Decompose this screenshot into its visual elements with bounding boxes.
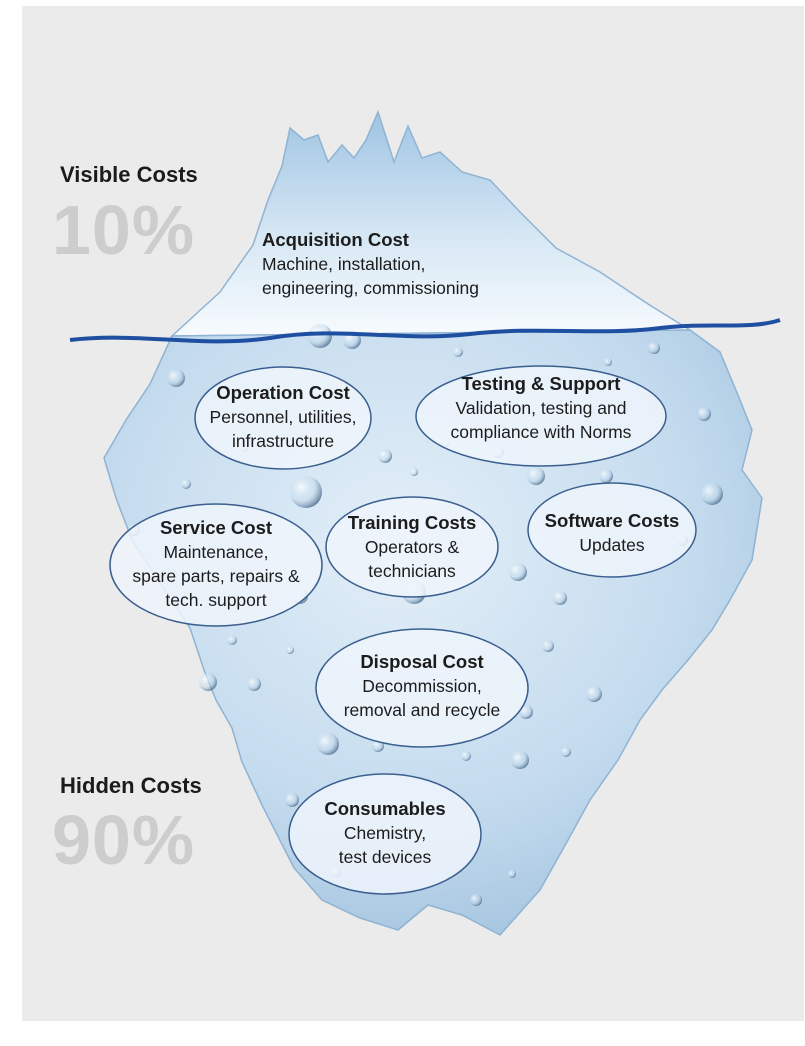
ellipse-disposal (315, 628, 529, 748)
waterline (69, 318, 781, 344)
acquisition-line-2: engineering, commissioning (262, 278, 479, 298)
consumables-line-2: test devices (338, 847, 432, 867)
ellipse-operation (194, 366, 372, 470)
software-costs-label: Software Costs Updates (528, 509, 696, 557)
ellipse-consumables (288, 773, 482, 895)
service-line-3: tech. support (165, 590, 267, 610)
service-line-1: Maintenance, (163, 542, 269, 562)
service-cost-label: Service Cost Maintenance, spare parts, r… (110, 516, 322, 612)
ellipse-training (325, 496, 499, 598)
cost-ellipses (109, 365, 697, 895)
testing-line-1: Validation, testing and (455, 398, 627, 418)
consumables-title: Consumables (324, 798, 446, 819)
disposal-title: Disposal Cost (360, 651, 484, 672)
hidden-costs-percent: 90% (52, 801, 196, 879)
service-line-2: spare parts, repairs & (132, 566, 300, 586)
software-line-1: Updates (579, 535, 645, 555)
testing-support-label: Testing & Support Validation, testing an… (416, 372, 666, 444)
acquisition-line-1: Machine, installation, (262, 254, 426, 274)
operation-title: Operation Cost (216, 382, 350, 403)
testing-title: Testing & Support (461, 373, 621, 394)
hidden-costs-label: Hidden Costs (60, 773, 202, 798)
acquisition-title: Acquisition Cost (262, 229, 409, 250)
disposal-line-2: removal and recycle (343, 700, 501, 720)
consumables-line-1: Chemistry, (343, 823, 427, 843)
training-title: Training Costs (347, 512, 477, 533)
software-title: Software Costs (544, 510, 680, 531)
acquisition-cost-label: Acquisition Cost Machine, installation, … (262, 228, 562, 300)
ellipse-service (109, 503, 323, 627)
training-line-1: Operators & (364, 537, 460, 557)
iceberg-tip (170, 109, 693, 337)
training-line-2: technicians (368, 561, 456, 581)
service-title: Service Cost (159, 517, 273, 538)
operation-line-1: Personnel, utilities, (209, 407, 357, 427)
disposal-cost-label: Disposal Cost Decommission, removal and … (316, 650, 528, 722)
training-costs-label: Training Costs Operators & technicians (326, 511, 498, 583)
operation-line-2: infrastructure (231, 431, 335, 451)
testing-line-2: compliance with Norms (450, 422, 632, 442)
disposal-line-1: Decommission, (362, 676, 482, 696)
ellipse-software (527, 482, 697, 578)
visible-costs-label: Visible Costs (60, 162, 198, 187)
operation-cost-label: Operation Cost Personnel, utilities, inf… (195, 381, 371, 453)
visible-costs-percent: 10% (52, 191, 196, 269)
consumables-label: Consumables Chemistry, test devices (289, 797, 481, 869)
ellipse-testing (415, 365, 667, 467)
